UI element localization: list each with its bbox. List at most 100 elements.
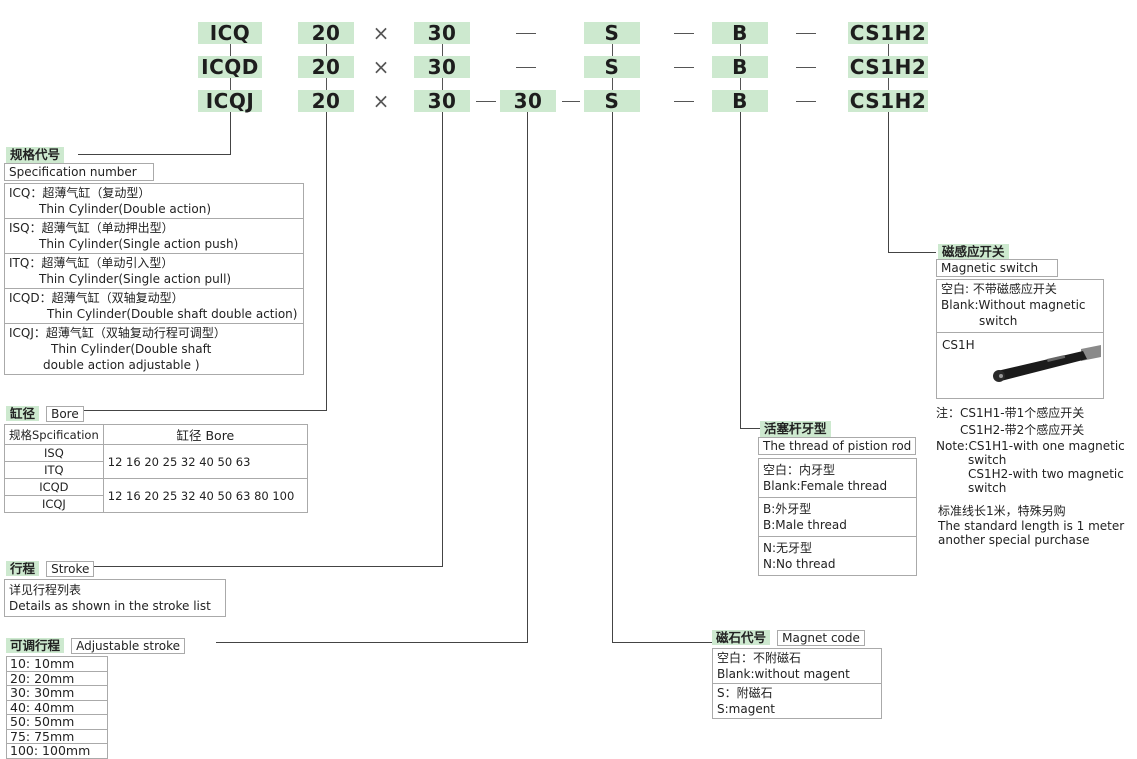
code-prefix-icqd: ICQD: [198, 56, 262, 78]
bore-model: ISQ: [4, 444, 104, 462]
dash: [476, 101, 496, 102]
tick: [888, 78, 889, 90]
leader-thread: [740, 428, 760, 429]
bore-table: 规格Spcification 缸径 Bore ISQ 12 16 20 25 3…: [4, 424, 309, 513]
code-prefix-icqj: ICQJ: [198, 90, 262, 112]
switch-note: 注：CS1H1-带1个感应开关: [936, 406, 1085, 420]
leader-magnet: [612, 642, 712, 643]
bore-header: 缸径: [6, 406, 40, 421]
dash: [674, 33, 694, 34]
thread-header: 活塞杆牙型: [760, 421, 831, 437]
switch-note: CS1H2-with two magnetic: [968, 467, 1124, 481]
switch-header: 磁感应开关: [938, 244, 1009, 260]
stroke-text: Details as shown in the stroke list: [9, 599, 211, 613]
switch-note: Note:CS1H1-with one magnetic: [936, 439, 1125, 453]
dash: [796, 33, 816, 34]
tick: [612, 44, 613, 56]
adjustable-item: 10: 10mm: [10, 656, 75, 671]
spec-item: ICQJ：超薄气缸（双轴复动行程可调型） Thin Cylinder(Doubl…: [5, 323, 303, 374]
bore-model: ICQD: [4, 478, 104, 496]
code-adjustable: 30: [500, 90, 556, 112]
leader-magnet: [612, 112, 613, 642]
leader-spec: [78, 154, 231, 155]
switch-extra: 标准线长1米，特殊另购: [938, 504, 1066, 518]
bore-model: ICQJ: [4, 495, 104, 513]
spec-item: ISQ：超薄气缸（单动押出型） Thin Cylinder(Single act…: [5, 218, 303, 253]
stroke-subheader: Stroke: [46, 561, 95, 577]
magnet-item: 空白：不附磁石 Blank:without magent: [717, 651, 850, 681]
tick: [230, 78, 231, 90]
dash: [796, 67, 816, 68]
tick: [326, 44, 327, 56]
code-thread: B: [712, 56, 768, 78]
leader-thread: [740, 112, 741, 428]
dash: [516, 33, 536, 34]
switch-extra: The standard length is 1 meter: [938, 519, 1125, 533]
switch-note: CS1H2-带2个感应开关: [960, 423, 1085, 437]
switch-subheader: Magnetic switch: [936, 259, 1058, 277]
code-bore: 20: [298, 90, 354, 112]
leader-adjustable: [216, 642, 528, 643]
bore-values: 12 16 20 25 32 40 50 63 80 100: [102, 478, 309, 513]
leader-switch: [888, 252, 936, 253]
adjustable-item: 100: 100mm: [7, 743, 107, 758]
leader-spec: [230, 112, 231, 154]
leader-stroke: [442, 112, 443, 566]
times-sign: ×: [372, 21, 390, 45]
tick: [740, 78, 741, 90]
tick: [230, 44, 231, 56]
bore-title: 缸径 Bore: [6, 403, 84, 422]
thread-item: B:外牙型 B:Male thread: [759, 497, 916, 536]
spec-list: ICQ：超薄气缸（复动型） Thin Cylinder(Double actio…: [4, 183, 304, 375]
magnet-list: 空白：不附磁石 Blank:without magent S：附磁石 S:mag…: [712, 648, 882, 719]
magnetic-sensor-icon: [993, 345, 1101, 382]
magnet-subheader: Magnet code: [777, 630, 865, 646]
switch-note: switch: [968, 453, 1007, 467]
switch-box: 空白: 不带磁感应开关 Blank:Without magnetic switc…: [936, 279, 1104, 399]
bore-model: ITQ: [4, 461, 104, 479]
leader-stroke: [90, 566, 443, 567]
adjustable-item: 20: 20mm: [7, 670, 107, 686]
adjustable-item: 30: 30mm: [7, 685, 107, 700]
tick: [740, 44, 741, 56]
code-magnet: S: [584, 90, 640, 112]
leader-bore: [326, 112, 327, 410]
adjustable-header: 可调行程: [6, 638, 65, 653]
stroke-header: 行程: [6, 561, 40, 576]
adjustable-subheader: Adjustable stroke: [71, 638, 185, 654]
magnet-item: S：附磁石 S:magent: [713, 683, 881, 718]
spec-header: 规格代号: [6, 147, 65, 163]
dash: [674, 101, 694, 102]
adjustable-item: 50: 50mm: [7, 714, 107, 729]
dash: [674, 67, 694, 68]
code-stroke: 30: [414, 90, 470, 112]
adjustable-list: 10: 10mm 20: 20mm 30: 30mm 40: 40mm 50: …: [6, 656, 108, 759]
thread-list: 空白：内牙型 Blank:Female thread B:外牙型 B:Male …: [758, 458, 917, 576]
tick: [442, 78, 443, 90]
leader-switch: [888, 112, 889, 252]
bore-head-right: 缸径 Bore: [102, 424, 309, 445]
bore-head-left: 规格Spcification: [4, 424, 104, 445]
tick: [612, 78, 613, 90]
adjustable-item: 40: 40mm: [7, 699, 107, 715]
switch-blank: 空白: 不带磁感应开关 Blank:Without magnetic switc…: [937, 280, 1103, 333]
times-sign: ×: [372, 55, 390, 79]
spec-item: ICQ：超薄气缸（复动型） Thin Cylinder(Double actio…: [9, 186, 212, 216]
magnet-title: 磁石代号 Magnet code: [712, 627, 865, 646]
switch-extra: another special purchase: [938, 533, 1090, 547]
code-magnet: S: [584, 56, 640, 78]
code-switch: CS1H2: [848, 55, 928, 79]
code-thread: B: [712, 22, 768, 44]
code-thread: B: [712, 90, 768, 112]
magnet-header: 磁石代号: [712, 630, 771, 645]
spec-item: ICQD：超薄气缸（双轴复动型） Thin Cylinder(Double sh…: [5, 288, 303, 323]
thread-subheader: The thread of pistion rod: [758, 437, 916, 455]
tick: [888, 44, 889, 56]
times-sign: ×: [372, 89, 390, 113]
code-switch: CS1H2: [848, 89, 928, 113]
adjustable-item: 75: 75mm: [7, 728, 107, 744]
spec-subheader: Specification number: [4, 163, 154, 181]
code-switch: CS1H2: [848, 21, 928, 45]
code-stroke: 30: [414, 56, 470, 78]
tick: [326, 78, 327, 90]
